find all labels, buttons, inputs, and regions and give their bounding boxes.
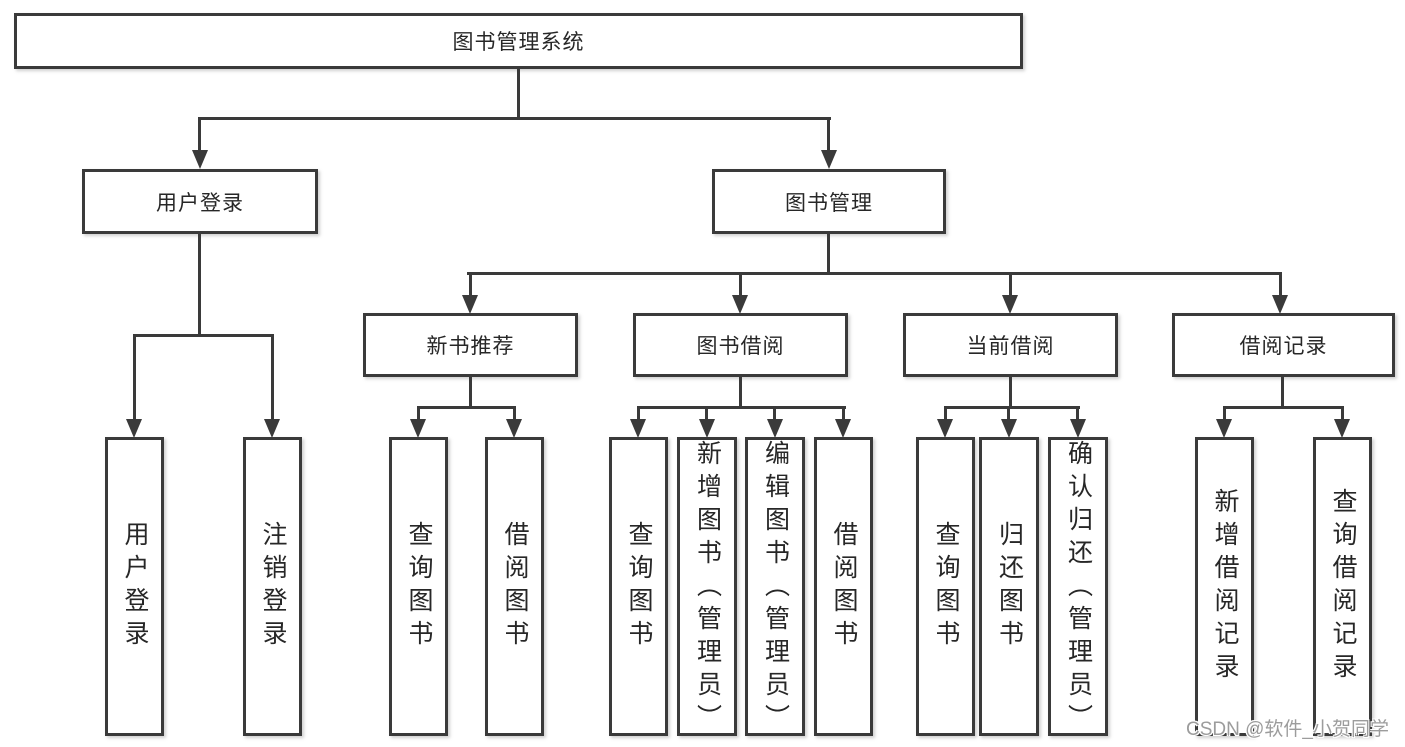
arrow-down-icon: [699, 419, 715, 438]
leaf-borrow-books-1: 借阅图书: [485, 437, 544, 736]
node-new-book-rec: 新书推荐: [363, 313, 578, 377]
arrow-down-icon: [1070, 419, 1086, 438]
leaf-logout: 注销登录: [243, 437, 302, 736]
leaf-query-books-1: 查询图书: [389, 437, 448, 736]
connector-current-borrow-drop: [1009, 375, 1012, 408]
connector-leaf: [1007, 406, 1010, 421]
connector-leaf: [1223, 406, 1226, 421]
connector-to-book-mgmt: [827, 117, 830, 151]
arrow-down-icon: [1001, 419, 1017, 438]
leaf-query-books-3: 查询图书: [916, 437, 975, 736]
leaf-return-books: 归还图书: [979, 437, 1039, 736]
connector-leaf: [944, 406, 947, 421]
leaf-label: 新增借阅记录: [1211, 487, 1239, 686]
arrow-down-icon: [1002, 295, 1018, 314]
connector-book-borrow-rail: [637, 406, 846, 409]
leaf-label: 确认归还（管理员）: [1064, 440, 1093, 737]
connector-leaf: [773, 406, 776, 421]
arrow-down-icon: [630, 419, 646, 438]
connector-to-borrow-records: [1279, 272, 1282, 296]
leaf-label: 编辑图书（管理员）: [761, 440, 790, 737]
connector-borrow-records-rail: [1223, 406, 1344, 409]
arrow-down-icon: [506, 419, 522, 438]
connector-leaf: [842, 406, 845, 421]
leaf-query-borrow-record: 查询借阅记录: [1313, 437, 1372, 736]
leaf-label: 注销登录: [259, 520, 287, 653]
connector-root-rail: [198, 117, 831, 120]
leaf-add-borrow-record: 新增借阅记录: [1195, 437, 1254, 736]
leaf-label: 借阅图书: [501, 520, 529, 653]
leaf-confirm-return-admin: 确认归还（管理员）: [1048, 437, 1108, 737]
leaf-label: 借阅图书: [830, 520, 858, 653]
arrow-down-icon: [462, 295, 478, 314]
leaf-label: 归还图书: [995, 520, 1024, 653]
connector-leaf: [1076, 406, 1079, 421]
connector-book-mgmt-rail: [467, 272, 1282, 275]
connector-book-mgmt-drop: [827, 231, 830, 275]
connector-current-borrow-rail: [944, 406, 1080, 409]
connector-book-borrow-drop: [739, 375, 742, 408]
node-book-mgmt: 图书管理: [712, 169, 946, 234]
connector-leaf: [705, 406, 708, 421]
connector-user-login-drop: [198, 231, 201, 336]
arrow-down-icon: [264, 419, 280, 438]
connector-new-book-drop: [469, 375, 472, 408]
arrow-down-icon: [1334, 419, 1350, 438]
connector-leaf: [637, 406, 640, 421]
connector-leaf: [1341, 406, 1344, 421]
leaf-label: 新增图书（管理员）: [693, 440, 722, 737]
arrow-down-icon: [410, 419, 426, 438]
connector-to-book-borrow: [739, 272, 742, 296]
leaf-query-books-2: 查询图书: [609, 437, 668, 736]
connector-leaf: [417, 406, 420, 421]
leaf-label: 查询借阅记录: [1329, 487, 1357, 686]
arrow-down-icon: [192, 150, 208, 169]
arrow-down-icon: [821, 150, 837, 169]
connector-root-drop: [517, 66, 520, 119]
leaf-add-books-admin: 新增图书（管理员）: [677, 437, 737, 737]
connector-leaf: [513, 406, 516, 421]
arrow-down-icon: [767, 419, 783, 438]
csdn-watermark: CSDN @软件_小贺同学: [1186, 719, 1389, 740]
leaf-label: 用户登录: [121, 520, 149, 653]
node-book-borrow: 图书借阅: [633, 313, 848, 377]
node-borrow-records: 借阅记录: [1172, 313, 1395, 377]
node-user-login: 用户登录: [82, 169, 318, 234]
connector-user-login-rail: [133, 334, 274, 337]
arrow-down-icon: [835, 419, 851, 438]
leaf-edit-books-admin: 编辑图书（管理员）: [745, 437, 805, 737]
arrow-down-icon: [732, 295, 748, 314]
connector-to-leaf-login: [133, 334, 136, 420]
leaf-label: 查询图书: [932, 520, 960, 653]
leaf-label: 查询图书: [405, 520, 433, 653]
leaf-borrow-books-2: 借阅图书: [814, 437, 873, 736]
arrow-down-icon: [937, 419, 953, 438]
arrow-down-icon: [1272, 295, 1288, 314]
arrow-down-icon: [126, 419, 142, 438]
leaf-label: 查询图书: [625, 520, 653, 653]
arrow-down-icon: [1216, 419, 1232, 438]
connector-to-user-login: [198, 117, 201, 151]
connector-borrow-records-drop: [1281, 375, 1284, 408]
connector-to-new-book: [469, 272, 472, 296]
connector-new-book-rail: [417, 406, 516, 409]
leaf-user-login: 用户登录: [105, 437, 164, 736]
connector-to-leaf-logout: [271, 334, 274, 420]
node-root: 图书管理系统: [14, 13, 1023, 69]
node-current-borrow: 当前借阅: [903, 313, 1118, 377]
connector-to-current-borrow: [1009, 272, 1012, 296]
